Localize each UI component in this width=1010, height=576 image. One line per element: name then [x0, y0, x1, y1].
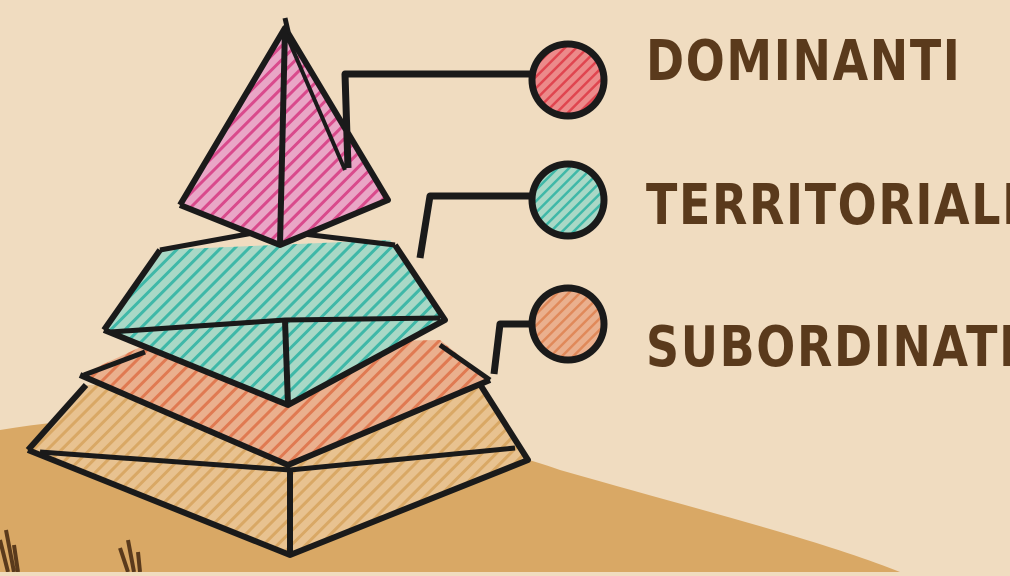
connector-territoriali — [420, 196, 530, 258]
label-dominanti: DOMINANTI — [646, 34, 962, 90]
label-subordinati: SUBORDINATI — [646, 320, 1010, 376]
dot-subordinati — [532, 288, 604, 360]
connector-subordinati — [494, 324, 530, 374]
label-territoriali: TERRITORIALI — [646, 178, 1010, 234]
dot-dominanti — [532, 44, 604, 116]
pyramid-tier-dominanti — [180, 18, 388, 245]
connector-dominanti — [345, 74, 530, 168]
dot-territoriali — [532, 164, 604, 236]
